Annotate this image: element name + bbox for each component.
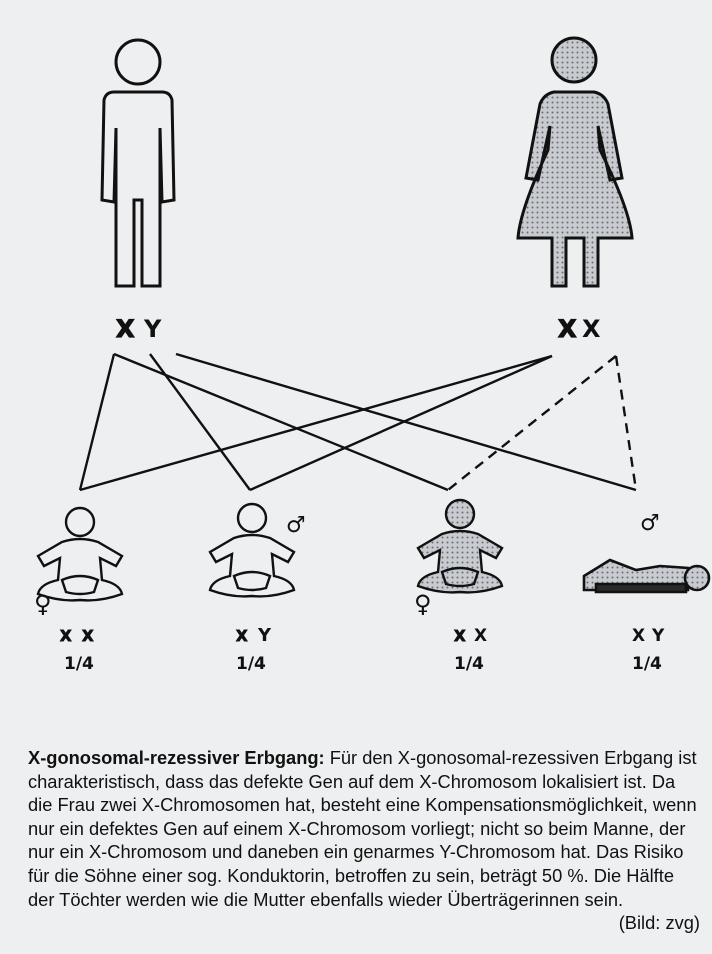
father-genotype: X Y [115,314,162,343]
father-y-chromosome: Y [143,315,162,343]
child-daughter-1 [36,506,124,602]
line-mother-defect-to-daughter2 [447,355,617,491]
child4-genotype: X Y [632,626,665,646]
caption-text: Für den X-gonosomal-rezessiven Erbgang i… [28,747,697,910]
child3-x-outline: X [454,627,466,645]
child3-sex-symbol: ♀ [414,590,432,618]
child4-sex-symbol: ♂ [640,511,660,536]
child2-y: Y [257,625,272,646]
child3-probability: 1/4 [454,654,484,674]
mother-x-outline-chromosome: X [558,315,577,343]
child2-x: X [236,627,248,645]
child2-sex-symbol: ♂ [286,513,306,538]
mother-genotype: X X [557,314,601,343]
line-mother-defect-to-son2 [614,355,638,491]
child1-x-b: X [82,627,94,645]
child4-x-defect: X [632,626,645,646]
caption-title: X-gonosomal-rezessiver Erbgang: [28,747,325,768]
child1-x-a: X [60,627,72,645]
child1-sex-symbol: ♀ [34,590,52,618]
father-x-chromosome: X [116,315,135,343]
child3-genotype: X X [454,626,488,646]
child2-genotype: X Y [236,625,272,646]
image-credit: (Bild: zvg) [618,912,700,934]
child-daughter-2-carrier [416,498,504,594]
line-father-x-to-daughter2 [113,352,449,492]
child4-y: Y [651,626,665,646]
child-son-1 [208,502,296,598]
child1-genotype: X X [60,627,95,646]
line-mother-x-to-son1 [249,354,553,492]
mother-figure [516,36,634,288]
child3-x-defect: X [474,626,487,646]
line-father-x-to-daughter1 [78,353,116,491]
inheritance-lines [78,352,638,492]
mother-x-defect-chromosome: X [582,315,601,343]
figure-caption: X-gonosomal-rezessiver Erbgang: Für den … [28,746,704,935]
child-son-2-affected [582,558,711,594]
child1-probability: 1/4 [64,654,94,674]
line-mother-x-to-daughter1 [79,354,553,492]
child4-probability: 1/4 [632,654,662,674]
child2-probability: 1/4 [236,654,266,674]
father-figure [100,38,176,288]
line-father-y-to-son1 [149,353,251,491]
